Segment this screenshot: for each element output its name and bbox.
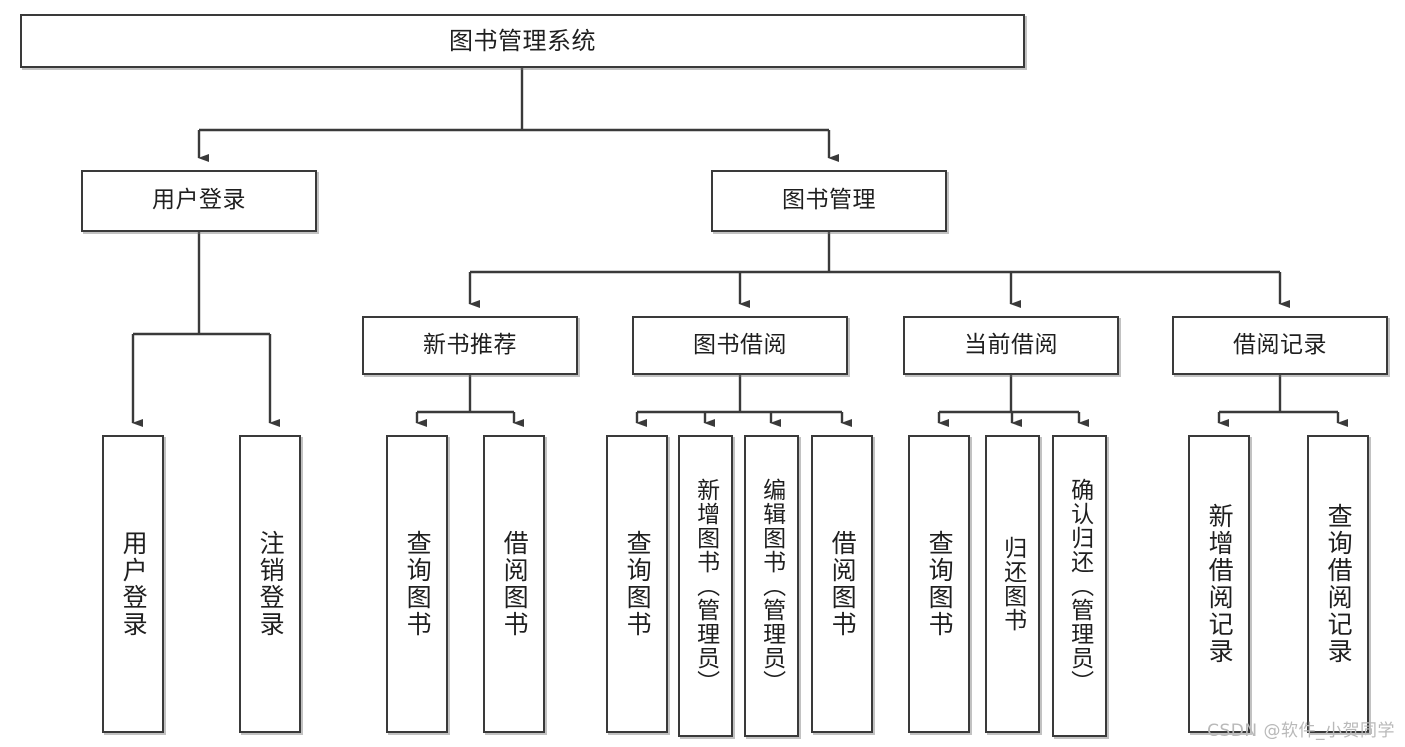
node-borrow-record[interactable]: 借阅记录 bbox=[1172, 316, 1388, 375]
node-label-new-book-rec: 新书推荐 bbox=[423, 331, 517, 358]
node-label-leaf-user-login: 用户登录 bbox=[119, 530, 149, 638]
node-label-leaf-borrow-add: 新增图书（管理员） bbox=[692, 478, 719, 694]
node-label-leaf-rec-query: 查询图书 bbox=[403, 530, 433, 638]
connectors-bookmanage-to-level3 bbox=[468, 232, 1290, 308]
node-book-borrow[interactable]: 图书借阅 bbox=[632, 316, 848, 375]
node-label-user-login: 用户登录 bbox=[152, 187, 246, 214]
node-leaf-return-book[interactable]: 归还图书 bbox=[985, 435, 1040, 733]
node-leaf-borrow-book[interactable]: 借阅图书 bbox=[811, 435, 873, 733]
node-label-root: 图书管理系统 bbox=[449, 26, 596, 55]
connectors-root-to-level2 bbox=[197, 68, 839, 162]
node-label-leaf-borrow-query: 查询图书 bbox=[623, 530, 653, 638]
node-label-leaf-rec-query2: 查询借阅记录 bbox=[1324, 503, 1354, 665]
node-label-leaf-cur-confirm: 确认归还（管理员） bbox=[1066, 478, 1093, 694]
connectors-userlogin-to-leaves bbox=[131, 232, 280, 427]
connectors-borrowrecord-to-leaves bbox=[1217, 375, 1348, 427]
node-label-book-borrow: 图书借阅 bbox=[693, 331, 787, 358]
node-leaf-user-logout[interactable]: 注销登录 bbox=[239, 435, 301, 733]
node-leaf-rec-query-book[interactable]: 查询图书 bbox=[386, 435, 448, 733]
node-user-login[interactable]: 用户登录 bbox=[81, 170, 317, 232]
node-leaf-borrow-query-book[interactable]: 查询图书 bbox=[606, 435, 668, 733]
connectors-currentborrow-to-leaves bbox=[937, 375, 1089, 427]
node-label-book-manage: 图书管理 bbox=[782, 187, 876, 214]
node-label-current-borrow: 当前借阅 bbox=[964, 331, 1058, 358]
node-leaf-rec-borrow-book[interactable]: 借阅图书 bbox=[483, 435, 545, 733]
connectors-newbookrec-to-leaves bbox=[415, 375, 524, 427]
connectors-bookborrow-to-leaves bbox=[635, 375, 852, 427]
node-label-leaf-cur-query: 查询图书 bbox=[925, 530, 955, 638]
node-current-borrow[interactable]: 当前借阅 bbox=[903, 316, 1119, 375]
node-leaf-current-query-book[interactable]: 查询图书 bbox=[908, 435, 970, 733]
node-label-leaf-cur-return: 归还图书 bbox=[999, 536, 1026, 632]
node-leaf-edit-book-admin[interactable]: 编辑图书（管理员） bbox=[744, 435, 799, 737]
node-label-borrow-record: 借阅记录 bbox=[1233, 331, 1327, 358]
node-leaf-query-borrow-record[interactable]: 查询借阅记录 bbox=[1307, 435, 1369, 733]
node-leaf-confirm-return-admin[interactable]: 确认归还（管理员） bbox=[1052, 435, 1107, 737]
node-leaf-add-borrow-record[interactable]: 新增借阅记录 bbox=[1188, 435, 1250, 733]
node-new-book-recommend[interactable]: 新书推荐 bbox=[362, 316, 578, 375]
node-label-leaf-borrow-edit: 编辑图书（管理员） bbox=[758, 478, 785, 694]
node-book-manage[interactable]: 图书管理 bbox=[711, 170, 947, 232]
node-leaf-user-login[interactable]: 用户登录 bbox=[102, 435, 164, 733]
node-label-leaf-user-logout: 注销登录 bbox=[256, 530, 286, 638]
node-label-leaf-borrow-do: 借阅图书 bbox=[828, 530, 858, 638]
node-leaf-add-book-admin[interactable]: 新增图书（管理员） bbox=[678, 435, 733, 737]
node-root-system[interactable]: 图书管理系统 bbox=[20, 14, 1025, 68]
node-label-leaf-rec-add: 新增借阅记录 bbox=[1205, 503, 1235, 665]
node-label-leaf-rec-borrow: 借阅图书 bbox=[500, 530, 530, 638]
